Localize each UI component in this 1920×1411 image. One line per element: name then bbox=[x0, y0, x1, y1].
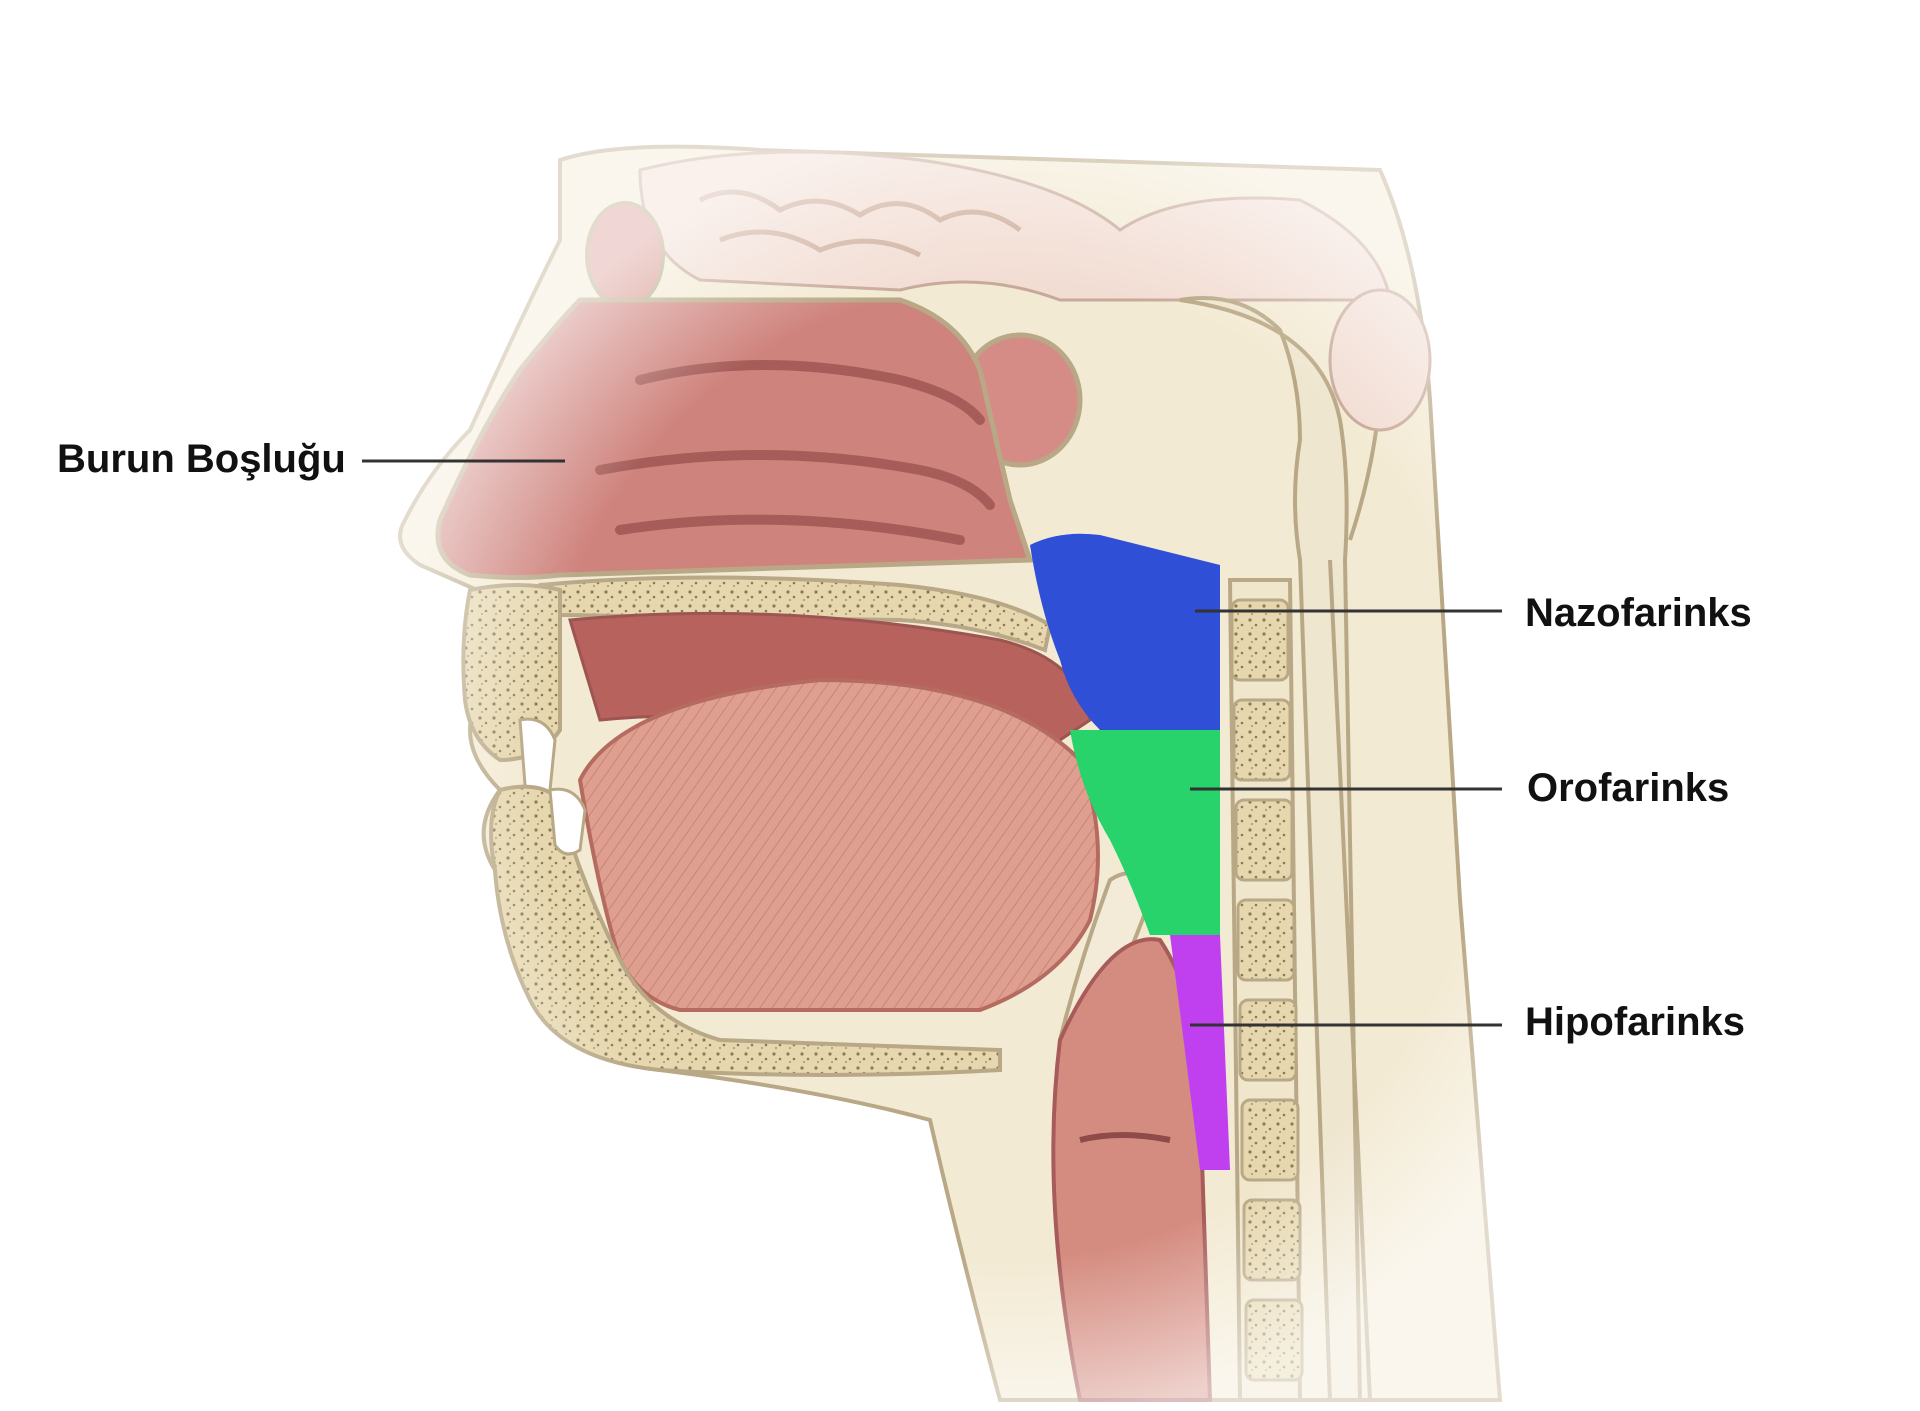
label-nasal-cavity: Burun Boşluğu bbox=[57, 437, 346, 481]
label-nasopharynx: Nazofarinks bbox=[1525, 591, 1752, 635]
edge-fade bbox=[380, 120, 1640, 1411]
label-oropharynx: Orofarinks bbox=[1527, 766, 1730, 810]
label-hypopharynx: Hipofarinks bbox=[1525, 1000, 1746, 1044]
